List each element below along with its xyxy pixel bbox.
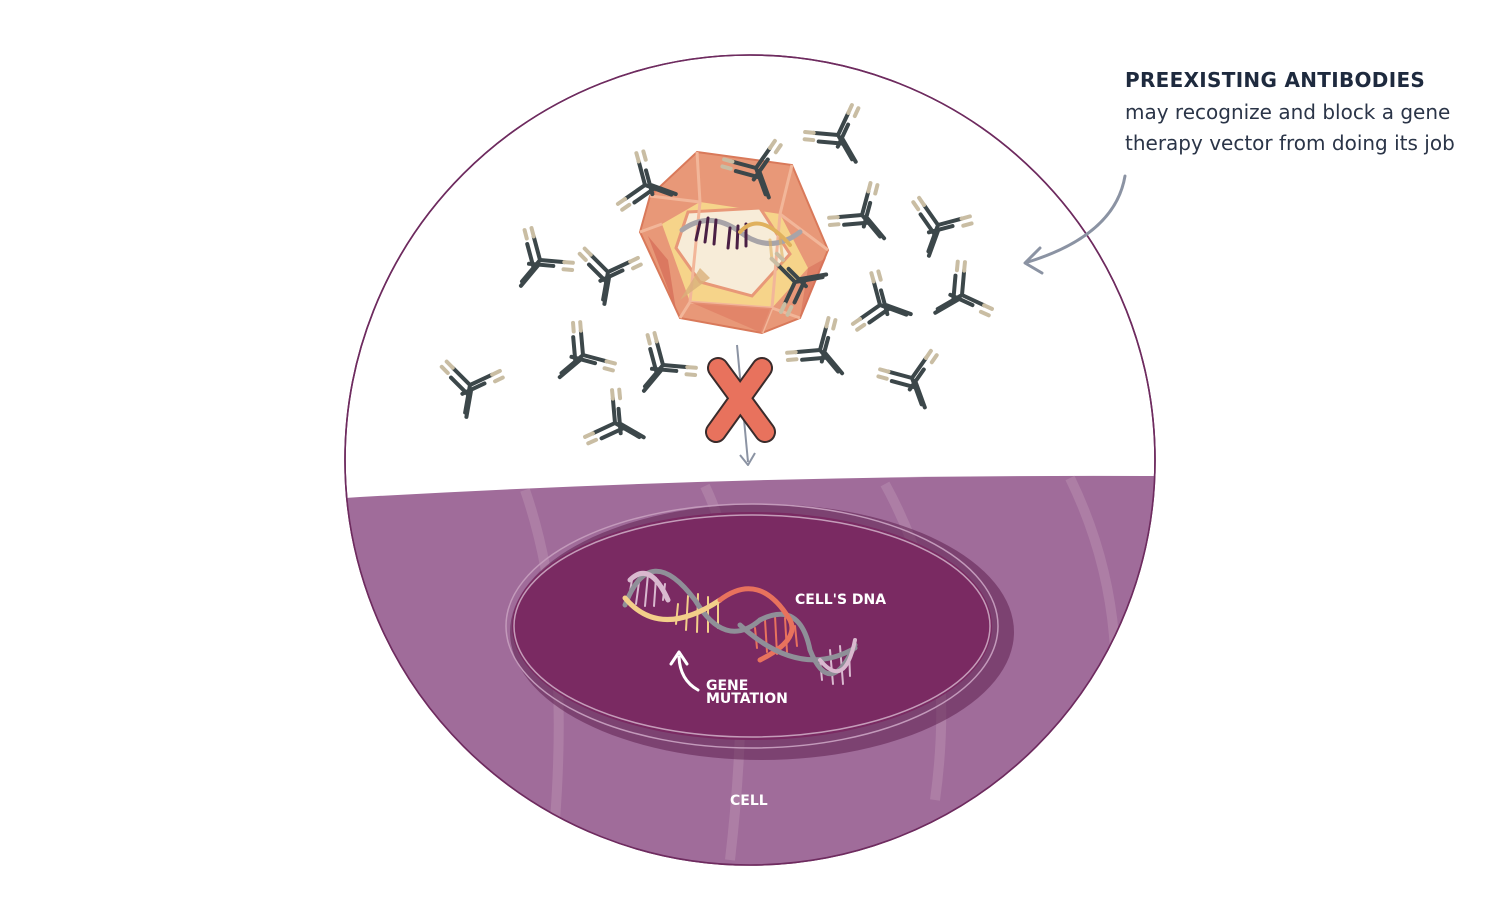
blocked-path-arrowhead [739,452,756,466]
callout-arrow [1026,174,1127,264]
x-mark-icon [705,357,776,443]
cell-dna-helix [622,568,858,685]
callout-text-line1: may recognize and block a gene [1125,100,1451,124]
nucleus [505,503,1014,760]
cells-dna-label: CELL'S DNA [795,592,886,608]
mutation-arrowhead [669,650,689,666]
callout-arrowhead [1023,246,1044,275]
gene-mutation-label-line1: GENE [706,678,748,694]
gene-mutation-label-line2: MUTATION [706,691,788,707]
gene-therapy-vector [638,150,830,335]
callout-text-line2: therapy vector from doing its job [1125,131,1455,155]
cell-label: CELL [730,793,768,809]
mutation-arrow [677,655,700,692]
callout-title: PREEXISTING ANTIBODIES [1125,68,1426,92]
